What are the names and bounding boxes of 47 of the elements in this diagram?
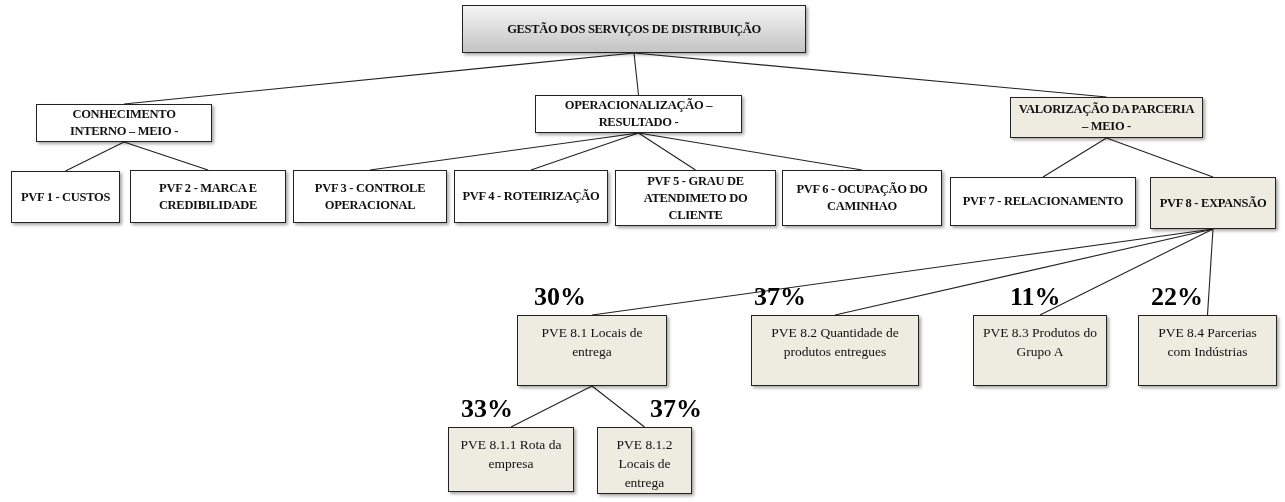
node-label: PVF 3 - CONTROLE OPERACIONAL xyxy=(313,179,427,214)
node-label: PVF 2 - MARCA E CREDIBILIDADE xyxy=(157,179,259,214)
category-box xyxy=(36,104,212,142)
category-box xyxy=(615,170,776,226)
percentage-label: 33% xyxy=(461,395,513,423)
connector-line xyxy=(1105,137,1214,178)
node-label: GESTÃO DOS SERVIÇOS DE DISTRIBUIÇÃO xyxy=(507,20,761,38)
connector-line xyxy=(123,141,209,171)
category-box xyxy=(454,170,608,223)
node-label: PVF 4 - ROTEIRIZAÇÃO xyxy=(462,188,600,205)
category-box xyxy=(11,171,120,223)
connector-line xyxy=(1039,228,1214,316)
node-label: PVF 6 - OCUPAÇÃO DO CAMINHAO xyxy=(795,181,929,215)
percentage-label: 11% xyxy=(1010,283,1061,311)
category-box xyxy=(782,170,942,226)
connector-line xyxy=(510,385,593,428)
node-label: PVE 8.2 Quantidade de produtos entregues xyxy=(770,324,900,361)
node-label: PVF 1 - CUSTOS xyxy=(20,188,111,206)
category-box xyxy=(1150,177,1276,229)
category-box xyxy=(535,95,742,133)
category-box xyxy=(130,170,286,223)
percentage-label: 30% xyxy=(534,283,586,311)
node-label: PVF 5 - GRAU DE ATENDIMETO DO CLIENTE xyxy=(642,172,749,224)
node-label: VALORIZAÇÃO DA PARCERIA – MEIO - xyxy=(1017,100,1196,135)
node-label: PVE 8.1.2 Locais de entrega xyxy=(615,436,674,492)
node-label: PVF 7 - RELACIONAMENTO xyxy=(962,193,1124,210)
node-label: CONHECIMENTO INTERNO – MEIO - xyxy=(68,106,180,140)
percentage-label: 22% xyxy=(1151,283,1203,311)
category-box xyxy=(1010,97,1203,138)
root-box xyxy=(462,5,806,53)
percentage-label: 37% xyxy=(650,395,702,423)
connector-line xyxy=(637,132,697,171)
connector-line xyxy=(591,385,646,428)
connector-line xyxy=(1042,137,1108,178)
connector-line xyxy=(1206,228,1214,316)
node-label: OPERACIONALIZAÇÃO – RESULTADO - xyxy=(563,97,714,131)
connector-line xyxy=(633,52,640,96)
node-label: PVF 8 - EXPANSÃO xyxy=(1159,194,1267,212)
category-box xyxy=(950,177,1136,226)
node-label: PVE 8.4 Parcerias com Indústrias xyxy=(1157,324,1258,361)
category-box xyxy=(293,170,447,223)
node-label: PVE 8.1.1 Rota da empresa xyxy=(459,436,563,473)
node-label: PVE 8.3 Produtos do Grupo A xyxy=(982,324,1098,361)
node-label: PVE 8.1 Locais de entrega xyxy=(540,324,644,361)
connector-line xyxy=(64,141,125,172)
connector-line xyxy=(530,132,640,171)
percentage-label: 37% xyxy=(754,283,806,311)
